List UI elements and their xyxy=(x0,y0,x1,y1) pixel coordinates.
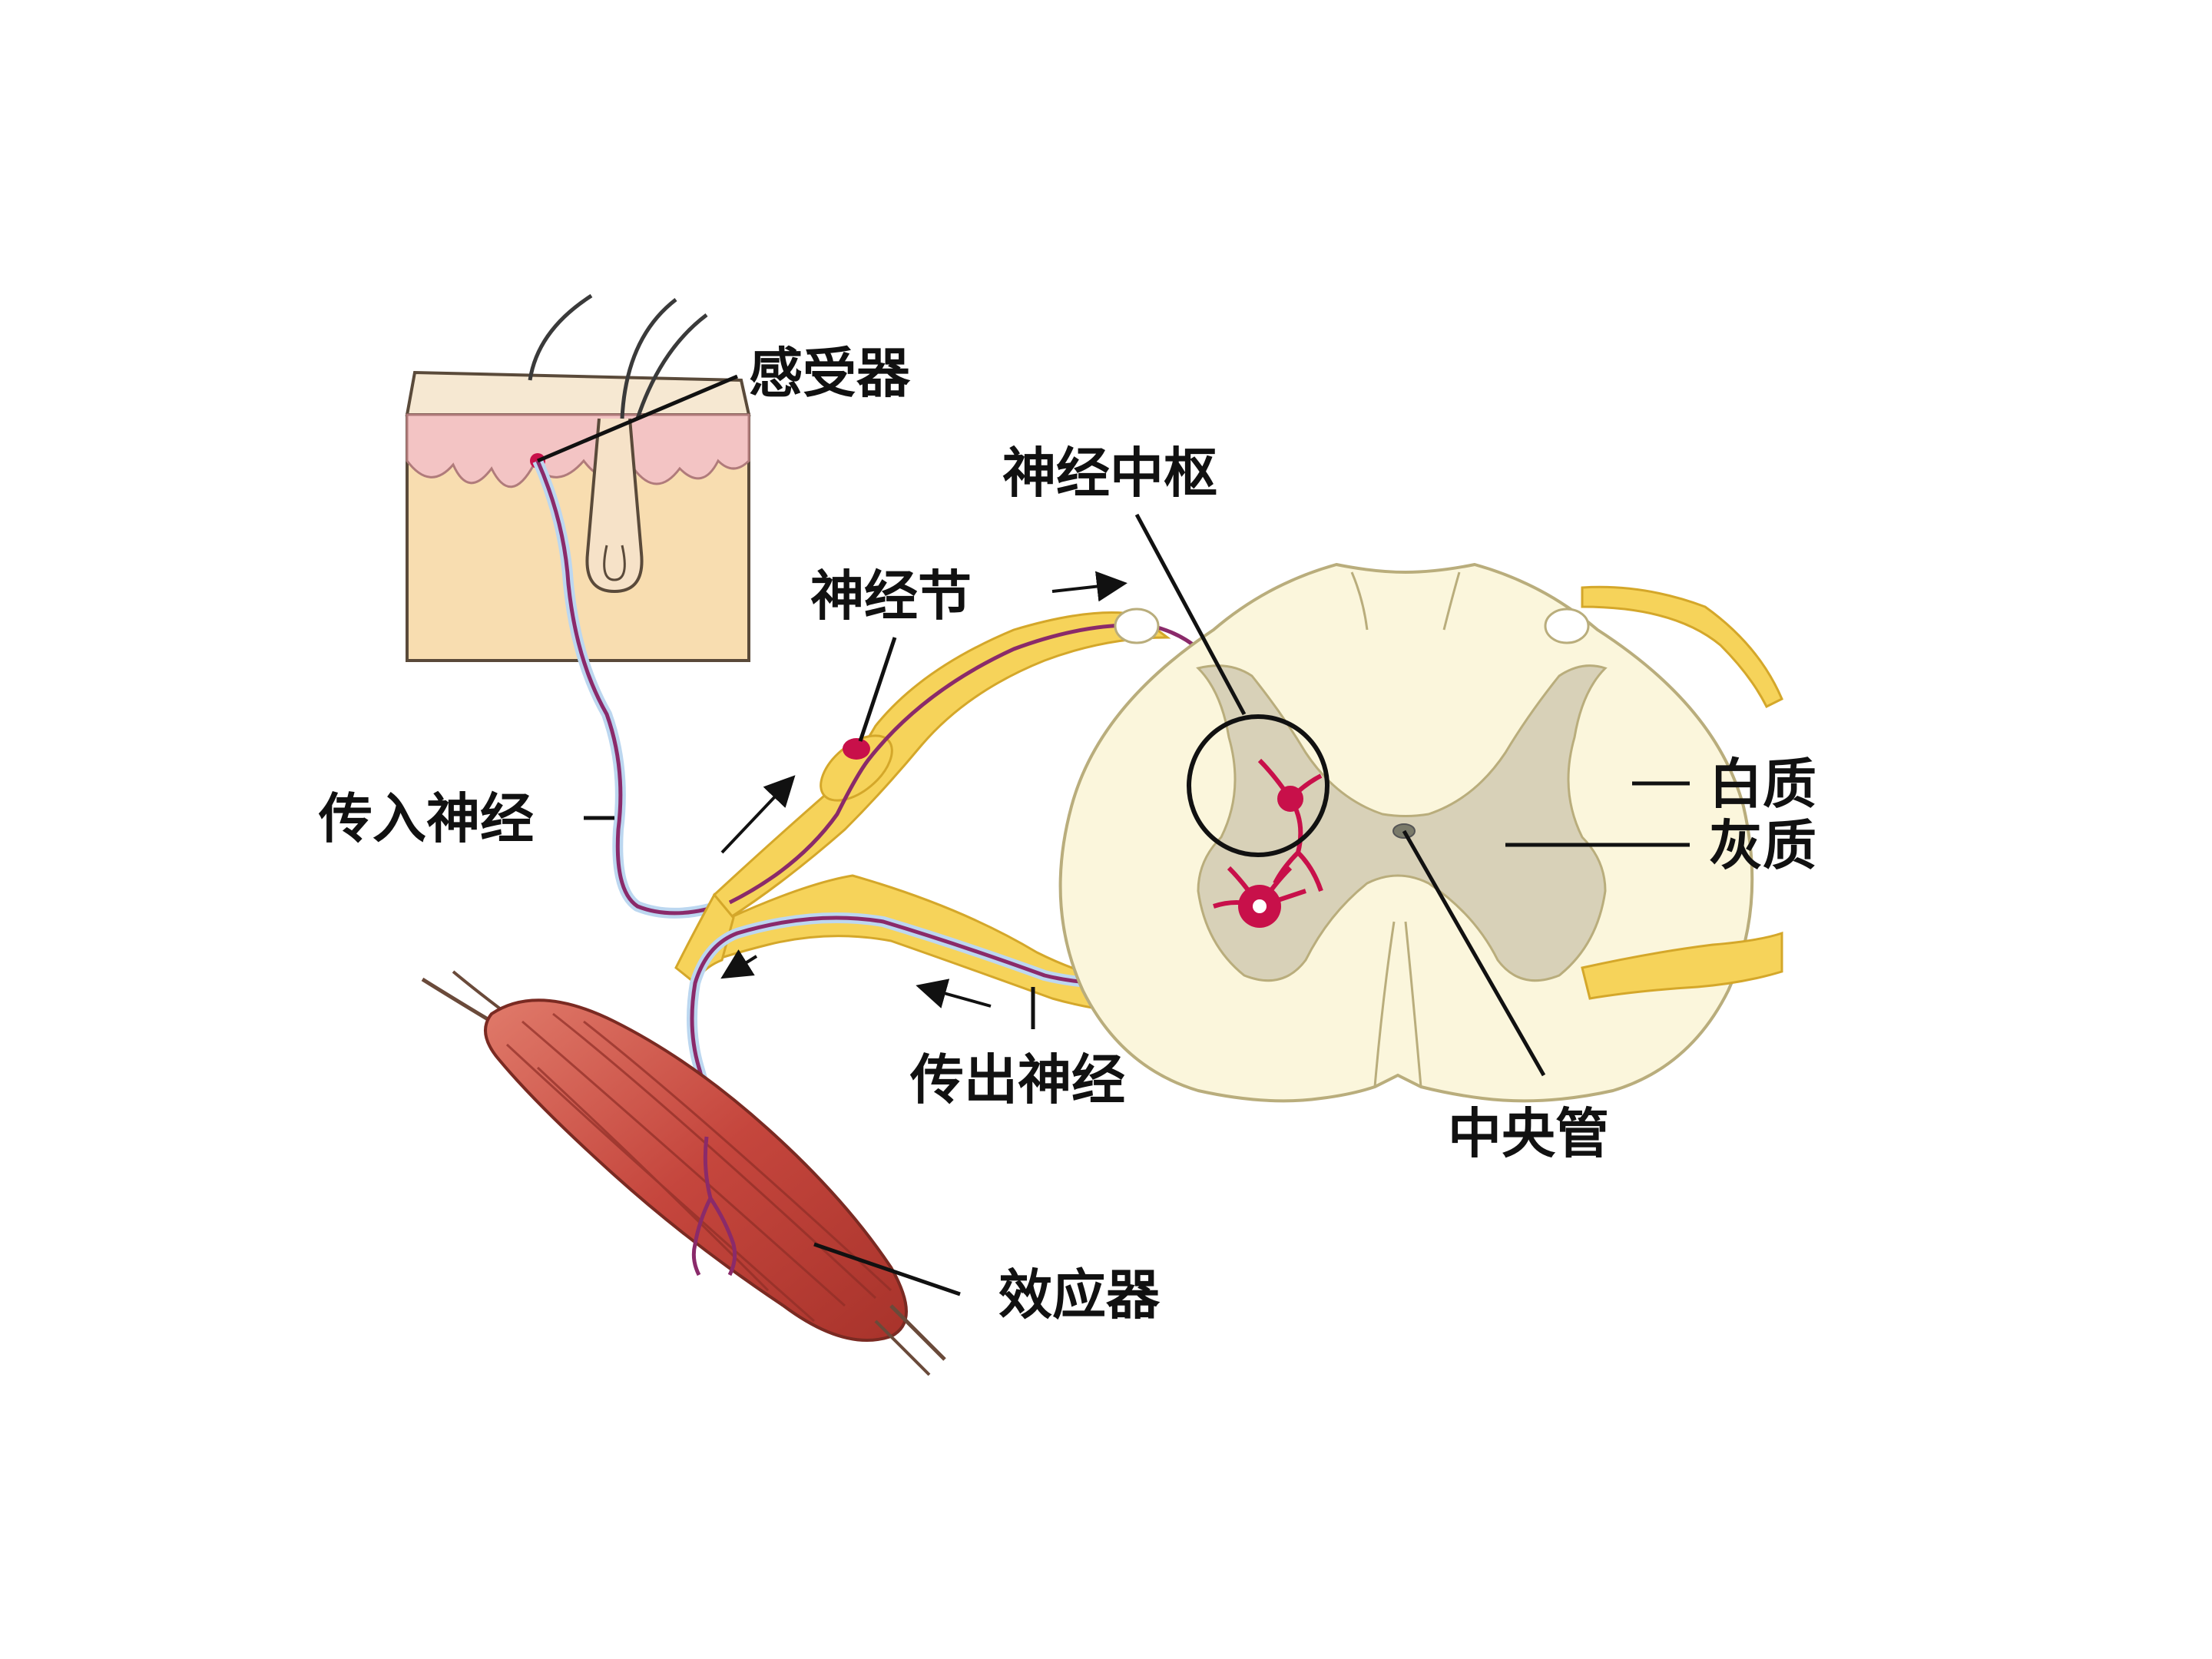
label-receptor: 感受器 xyxy=(749,342,911,405)
leader-effector xyxy=(813,1242,961,1296)
arrow-icon xyxy=(1051,571,1128,602)
skin-block xyxy=(405,293,751,662)
spinal-nerve xyxy=(674,892,735,985)
leader-central-canal xyxy=(1402,830,1546,1077)
hair-1 xyxy=(528,293,593,381)
hair-bulb xyxy=(603,545,626,581)
motor-neuron-nucleus xyxy=(1253,899,1267,913)
arrow-icon xyxy=(916,979,992,1008)
muscle-belly xyxy=(484,998,908,1342)
interneurons xyxy=(1213,758,1323,909)
afferent-fiber xyxy=(535,459,730,916)
hair-follicle xyxy=(585,418,644,594)
sensory-terminal xyxy=(1257,758,1323,892)
right-dorsal-entry xyxy=(1544,608,1590,644)
leader-ganglion xyxy=(858,637,897,742)
muscle-tendon-top-2 xyxy=(452,970,508,1015)
muscle-tendon-bottom-2 xyxy=(874,1320,931,1376)
arrow-icon xyxy=(720,775,796,854)
label-ganglion: 神经节 xyxy=(810,565,972,628)
label-white-matter: 白质 xyxy=(1709,753,1816,816)
muscle-tendon-bottom xyxy=(889,1304,946,1361)
label-efferent-nerve: 传出神经 xyxy=(909,1048,1125,1111)
label-central-canal: 中央管 xyxy=(1448,1102,1609,1165)
arrow-icon xyxy=(720,949,758,979)
anterior-fissure xyxy=(1373,921,1422,1088)
label-effector: 效应器 xyxy=(998,1263,1161,1326)
motor-dendrites xyxy=(1213,866,1306,909)
label-nerve-center: 神经中枢 xyxy=(1002,442,1217,505)
muscle-striations xyxy=(505,1012,892,1323)
muscle-tendon-top xyxy=(421,977,493,1024)
posterior-sulcus xyxy=(1350,571,1461,631)
nerve-center-circle xyxy=(1187,714,1330,857)
right-ventral-root xyxy=(1581,931,1783,1000)
skin-epidermis xyxy=(406,413,750,488)
label-afferent-nerve: 传入神经 xyxy=(318,787,534,850)
gray-matter xyxy=(1196,664,1608,982)
ganglion-cell xyxy=(843,738,870,760)
motor-end-branches xyxy=(691,1136,737,1277)
muscle xyxy=(421,970,946,1376)
interneuron-body xyxy=(1277,786,1303,812)
hair-3 xyxy=(635,313,708,419)
leader-center xyxy=(1134,513,1247,716)
right-dorsal-root xyxy=(1581,585,1783,709)
label-gray-matter: 灰质 xyxy=(1709,814,1816,877)
hair-2 xyxy=(620,298,677,419)
dorsal-entry xyxy=(1114,608,1160,644)
leader-receptor xyxy=(537,374,738,463)
